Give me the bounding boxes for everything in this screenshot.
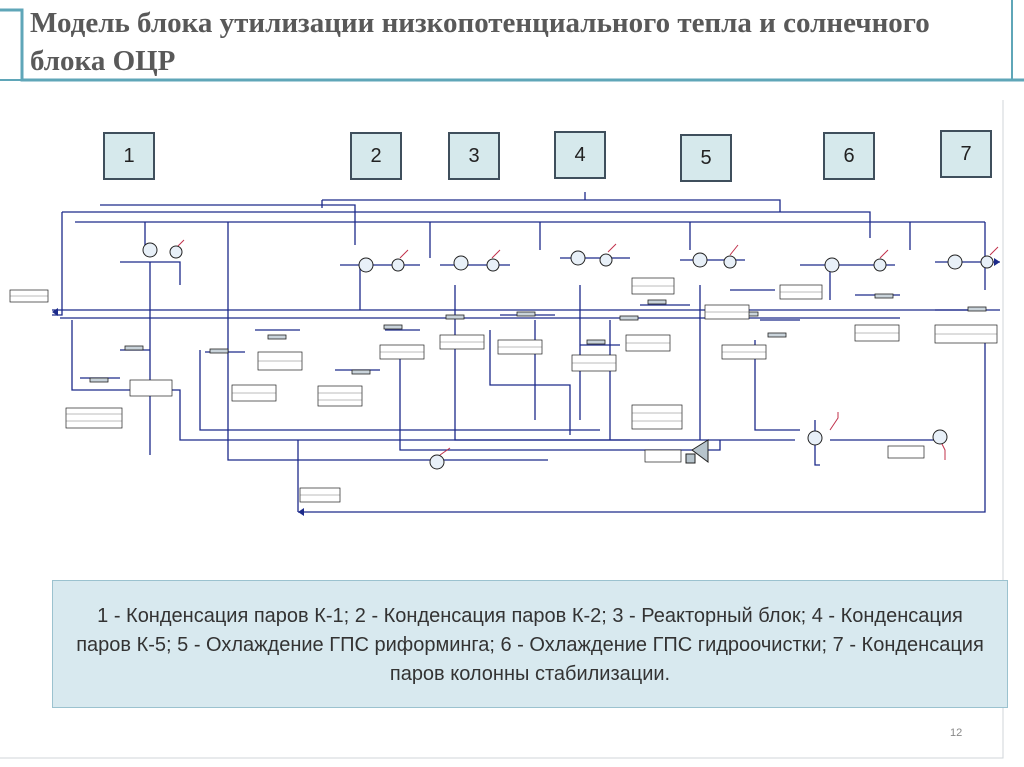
page-number: 12 (950, 727, 963, 739)
block-marker-3: 3 (448, 132, 500, 180)
block-marker-4: 4 (554, 131, 606, 179)
block-marker-5: 5 (680, 134, 732, 182)
legend-caption: 1 - Конденсация паров К-1; 2 - Конденсац… (52, 580, 1008, 708)
slide-title: Модель блока утилизации низкопотенциальн… (30, 7, 930, 77)
block-marker-2: 2 (350, 132, 402, 180)
block-marker-1: 1 (103, 132, 155, 180)
block-marker-6: 6 (823, 132, 875, 180)
block-marker-7: 7 (940, 130, 992, 178)
